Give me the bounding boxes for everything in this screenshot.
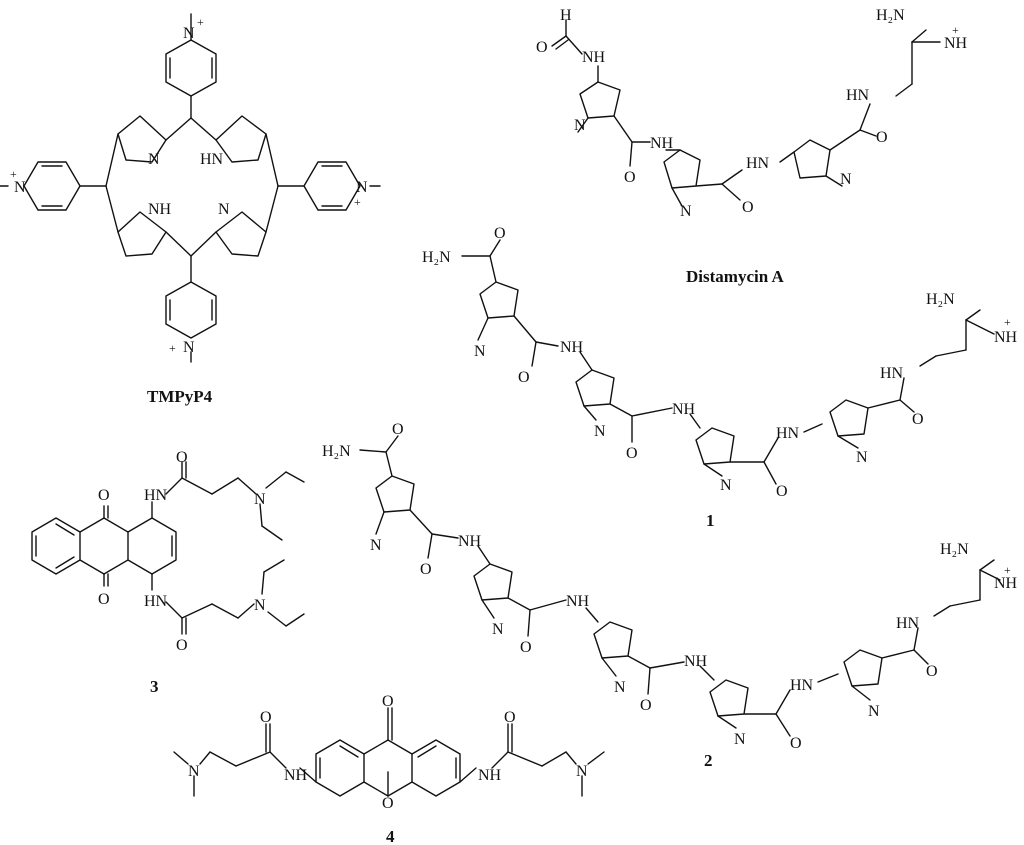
atom-o: O bbox=[392, 421, 404, 438]
atom-o: O bbox=[790, 735, 802, 752]
atom-n: N bbox=[183, 339, 195, 356]
caption-distamycin-a: Distamycin A bbox=[686, 267, 784, 286]
charge-plus: + bbox=[952, 23, 959, 37]
caption-tmpyp4: TMPyP4 bbox=[147, 387, 213, 406]
atom-n: N bbox=[734, 731, 746, 748]
atom-hn: HN bbox=[896, 615, 920, 632]
atom-h2n: H₂N bbox=[876, 7, 905, 24]
atom-o: O bbox=[98, 591, 110, 608]
distamycin-a-structure: H O NH N O NH N O HN N O HN H₂N NH + Dis… bbox=[536, 7, 968, 286]
atom-hn: HN bbox=[776, 425, 800, 442]
atom-o: O bbox=[624, 169, 636, 186]
atom-n: N bbox=[370, 537, 382, 554]
atom-hn: HN bbox=[200, 151, 224, 168]
atom-o: O bbox=[382, 693, 394, 710]
atom-h: H bbox=[560, 7, 572, 24]
charge-plus: + bbox=[1004, 315, 1011, 329]
atom-h2n: H₂N bbox=[422, 249, 451, 266]
caption-compound-2: 2 bbox=[704, 751, 713, 770]
charge-plus: + bbox=[10, 167, 17, 181]
atom-o: O bbox=[912, 411, 924, 428]
atom-n: N bbox=[594, 423, 606, 440]
atom-n: N bbox=[856, 449, 868, 466]
atom-hn: HN bbox=[746, 155, 770, 172]
atom-nh: NH bbox=[148, 201, 172, 218]
atom-n: N bbox=[680, 203, 692, 220]
atom-nh: NH bbox=[560, 339, 584, 356]
charge-plus: + bbox=[197, 15, 204, 29]
atom-n: N bbox=[868, 703, 880, 720]
atom-n: N bbox=[14, 179, 26, 196]
caption-compound-4: 4 bbox=[386, 827, 395, 845]
compound-1-structure: H₂N O N O NH N O NH N O HN N O HN H₂N NH… bbox=[422, 225, 1018, 530]
atom-n: N bbox=[183, 25, 195, 42]
atom-n: N bbox=[492, 621, 504, 638]
atom-h2n: H₂N bbox=[926, 291, 955, 308]
compound-3-structure: O O HN HN O O N N 3 bbox=[31, 449, 305, 696]
atom-n: N bbox=[474, 343, 486, 360]
atom-o: O bbox=[626, 445, 638, 462]
atom-n: N bbox=[576, 763, 588, 780]
atom-h2n: H₂N bbox=[940, 541, 969, 558]
atom-o: O bbox=[876, 129, 888, 146]
atom-nh: NH bbox=[672, 401, 696, 418]
atom-nh: NH bbox=[994, 575, 1018, 592]
atom-nh: NH bbox=[478, 767, 502, 784]
atom-o: O bbox=[176, 637, 188, 654]
atom-o: O bbox=[926, 663, 938, 680]
atom-o: O bbox=[776, 483, 788, 500]
atom-o: O bbox=[420, 561, 432, 578]
atom-o: O bbox=[518, 369, 530, 386]
atom-o: O bbox=[382, 795, 394, 812]
atom-o: O bbox=[742, 199, 754, 216]
compound-4-structure: O O NH NH O O N N 4 bbox=[173, 693, 605, 845]
atom-h2n: H₂N bbox=[322, 443, 351, 460]
atom-nh: NH bbox=[650, 135, 674, 152]
atom-n: N bbox=[148, 151, 160, 168]
caption-compound-1: 1 bbox=[706, 511, 715, 530]
atom-n: N bbox=[720, 477, 732, 494]
atom-nh: NH bbox=[566, 593, 590, 610]
atom-nh: NH bbox=[944, 35, 968, 52]
atom-hn: HN bbox=[144, 487, 168, 504]
atom-n: N bbox=[356, 179, 368, 196]
tmpyp4-structure: N + N + N + N + N HN NH N TMPyP4 bbox=[0, 13, 381, 406]
atom-nh: NH bbox=[582, 49, 606, 66]
atom-n: N bbox=[840, 171, 852, 188]
atom-nh: NH bbox=[284, 767, 308, 784]
atom-hn: HN bbox=[846, 87, 870, 104]
atom-n: N bbox=[574, 117, 586, 134]
atom-nh: NH bbox=[994, 329, 1018, 346]
atom-n: N bbox=[614, 679, 626, 696]
atom-nh: NH bbox=[684, 653, 708, 670]
atom-nh: NH bbox=[458, 533, 482, 550]
charge-plus: + bbox=[354, 195, 361, 209]
atom-n: N bbox=[188, 763, 200, 780]
atom-o: O bbox=[98, 487, 110, 504]
atom-n: N bbox=[254, 597, 266, 614]
atom-n: N bbox=[254, 491, 266, 508]
charge-plus: + bbox=[169, 341, 176, 355]
atom-o: O bbox=[536, 39, 548, 56]
atom-o: O bbox=[260, 709, 272, 726]
atom-hn: HN bbox=[790, 677, 814, 694]
atom-hn: HN bbox=[144, 593, 168, 610]
atom-hn: HN bbox=[880, 365, 904, 382]
atom-o: O bbox=[494, 225, 506, 242]
caption-compound-3: 3 bbox=[150, 677, 159, 696]
atom-o: O bbox=[520, 639, 532, 656]
compound-2-structure: H₂N O N O NH N O NH N O NH N O HN N O HN… bbox=[322, 421, 1018, 770]
atom-n: N bbox=[218, 201, 230, 218]
atom-o: O bbox=[176, 449, 188, 466]
atom-o: O bbox=[504, 709, 516, 726]
charge-plus: + bbox=[1004, 563, 1011, 577]
atom-o: O bbox=[640, 697, 652, 714]
